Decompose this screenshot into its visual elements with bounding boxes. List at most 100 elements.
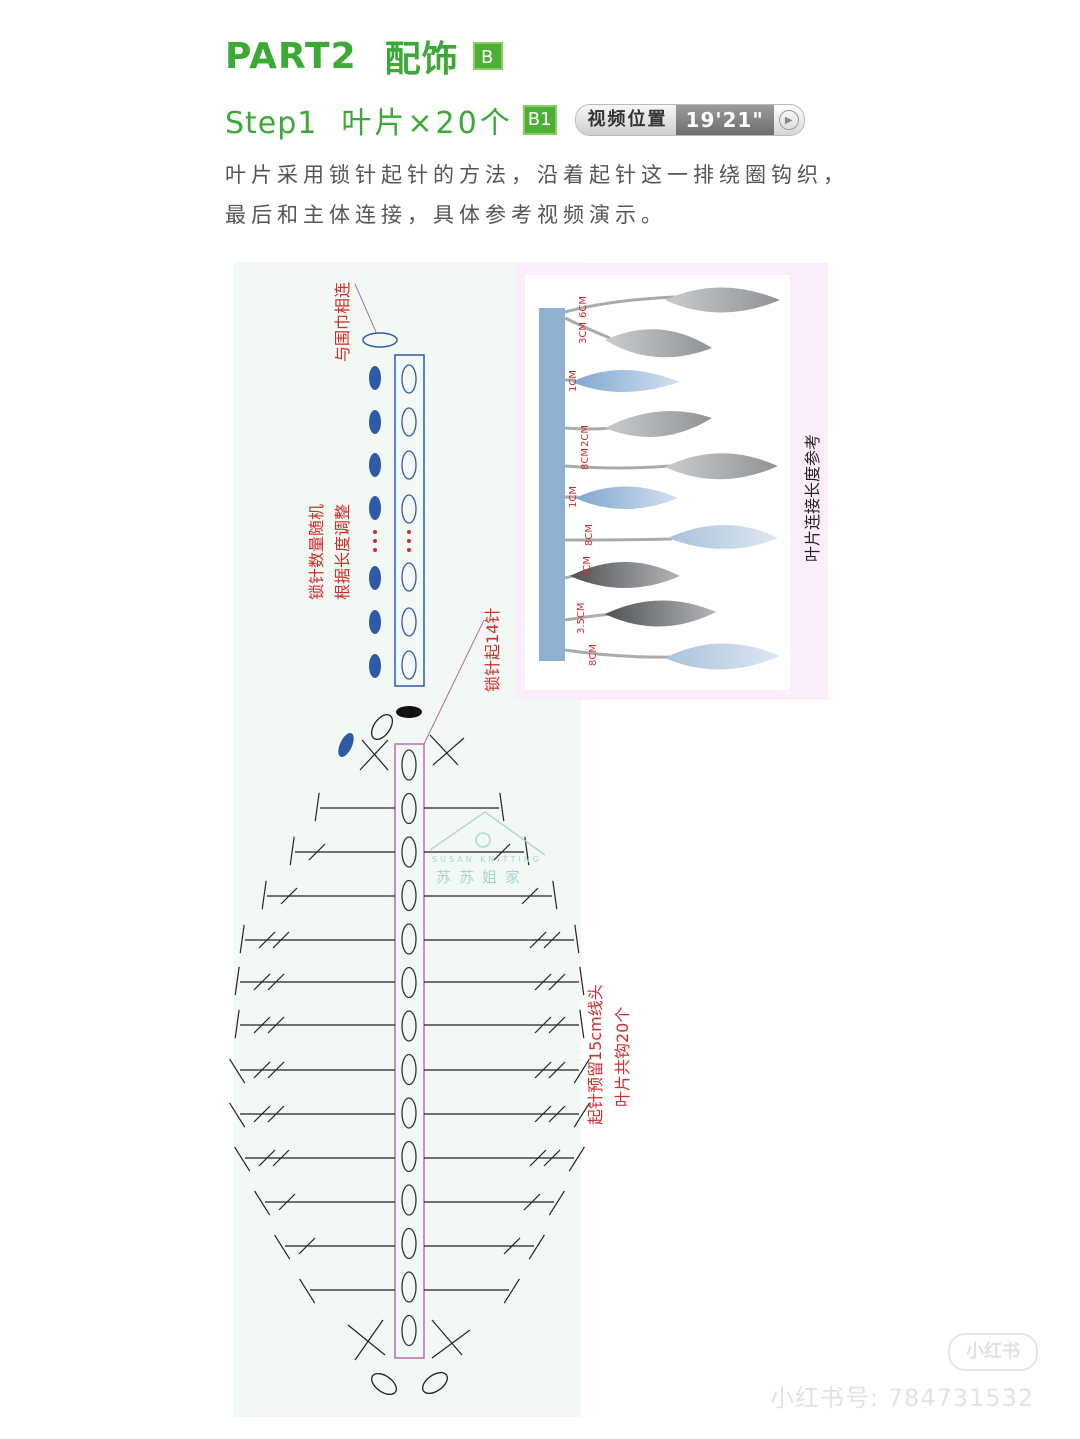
yarn-over-mark <box>548 1105 566 1123</box>
play-icon[interactable]: ▶ <box>773 105 804 135</box>
leaf-spine-chains <box>401 749 417 1347</box>
label-chain14: 锁针起14针 <box>483 608 502 692</box>
reference-stem-labels: 6CM 3CM 1CM 2CM 8CM 1CM 8CM 3CM 3.5CM 8C… <box>568 296 599 666</box>
step-name: 叶片×20个 <box>341 106 513 141</box>
turning-chain-filled <box>338 732 354 758</box>
stem-label: 8CM <box>580 448 591 470</box>
tip-crosses <box>347 734 471 1361</box>
ellipsis-dots-left <box>373 530 377 552</box>
stitch-post <box>574 924 580 954</box>
chain-stitch <box>401 923 417 955</box>
stitch-post <box>579 1009 585 1039</box>
chain-frame <box>394 354 425 687</box>
reference-caption: 叶片连接长度参考 <box>803 434 822 562</box>
video-label: 视频位置 <box>575 105 676 135</box>
yarn-over-mark <box>253 1061 271 1079</box>
stitch-post <box>528 1234 545 1260</box>
turning-chain <box>370 713 394 741</box>
yarn-over-mark <box>258 1149 276 1167</box>
yarn-over-mark <box>529 1149 547 1167</box>
yarn-over-mark <box>548 1016 566 1034</box>
watermark-bottom: 苏苏姐家 <box>436 868 528 886</box>
step-badge: B1 <box>522 105 557 135</box>
stitch-post <box>573 1102 590 1128</box>
description: 叶片采用锁针起针的方法，沿着起针这一排绕圈钩织，最后和主体连接，具体参考视频演示… <box>225 163 849 227</box>
yarn-over-mark <box>267 1061 285 1079</box>
stitch-post <box>261 880 267 910</box>
yarn-over-mark <box>521 887 539 905</box>
chain-stitch <box>401 1010 417 1042</box>
stitch-post <box>573 1058 590 1084</box>
stitch-post <box>499 792 505 822</box>
stem-label: 1CM <box>568 486 579 508</box>
stitch-post <box>552 880 558 910</box>
stitch-post <box>234 1009 240 1039</box>
yarn-over-mark <box>503 1237 521 1255</box>
stitch-post <box>274 1234 291 1260</box>
chain-stitch <box>401 749 417 781</box>
yarn-over-mark <box>523 1193 541 1211</box>
chain-stitch <box>401 1271 417 1303</box>
yarn-over-mark <box>258 931 276 949</box>
stem-label: 1CM <box>568 370 579 392</box>
stem-label: 2CM <box>580 425 591 447</box>
yarn-over-mark <box>280 887 298 905</box>
stitch-post <box>503 1278 520 1304</box>
chain14-pointer <box>423 619 485 745</box>
yarn-over-mark <box>253 973 271 991</box>
yarn-over-mark <box>253 1105 271 1123</box>
reference-bar <box>539 308 565 661</box>
stitch-post <box>568 1146 585 1172</box>
chain-stitch <box>401 1140 417 1173</box>
watermark-top: SUSAN KNITTING <box>432 855 542 864</box>
chain-stitch <box>401 1314 417 1347</box>
label-chain-random-2: 根据长度调整 <box>333 504 352 600</box>
step-title: Step1 叶片×20个 <box>225 98 513 142</box>
stem-label: 3CM <box>578 322 589 344</box>
stitch-post <box>254 1190 271 1216</box>
video-time: 19'21" <box>675 105 774 135</box>
house-logo-icon <box>429 811 546 856</box>
label-connect: 与围巾相连 <box>333 282 352 362</box>
yarn-over-mark <box>278 1193 296 1211</box>
video-position-button[interactable]: 视频位置 19'21" ▶ <box>574 104 805 136</box>
stem-label: 8CM <box>584 524 595 546</box>
stitch-post <box>234 1146 251 1172</box>
leaf-spine <box>394 743 425 1359</box>
chain-stitch <box>401 1227 417 1260</box>
stitch-post <box>548 1190 565 1216</box>
yarn-over-mark <box>534 973 552 991</box>
stitch-post <box>229 1058 246 1084</box>
step-label: Step1 <box>225 106 318 141</box>
yarn-over-mark <box>543 931 561 949</box>
filled-chain-stitches <box>369 366 381 678</box>
stitch-post <box>314 792 320 822</box>
label-tail-2: 叶片共钩20个 <box>613 1007 632 1107</box>
leaf-stitches <box>229 792 590 1304</box>
yarn-over-mark <box>298 1237 316 1255</box>
yarn-over-mark <box>534 1105 552 1123</box>
stem-label: 6CM <box>578 296 589 318</box>
reference-stems <box>564 295 676 659</box>
bottom-loops <box>370 1371 449 1396</box>
app-logo: 小红书 <box>948 1333 1038 1371</box>
stitch-post <box>234 966 240 996</box>
yarn-over-mark <box>493 843 511 861</box>
stitch-post <box>289 836 295 866</box>
chain-stitch <box>401 1097 417 1129</box>
chain-stitch <box>401 836 417 868</box>
app-id-watermark: 小红书号: 784731532 <box>770 1384 1035 1412</box>
stem-label: 8CM <box>588 644 599 666</box>
part-badge: B <box>472 42 503 70</box>
slip-stitch <box>396 706 422 718</box>
label-tail-1: 起针预留15cm线头 <box>586 984 605 1125</box>
connect-pointer <box>354 283 377 333</box>
stitch-post <box>239 924 245 954</box>
yarn-over-mark <box>534 1061 552 1079</box>
yarn-over-mark <box>534 1016 552 1034</box>
part-label: PART2 <box>225 35 357 77</box>
yarn-over-mark <box>267 973 285 991</box>
ellipsis-dots-right <box>407 530 411 552</box>
yarn-over-mark <box>529 931 547 949</box>
